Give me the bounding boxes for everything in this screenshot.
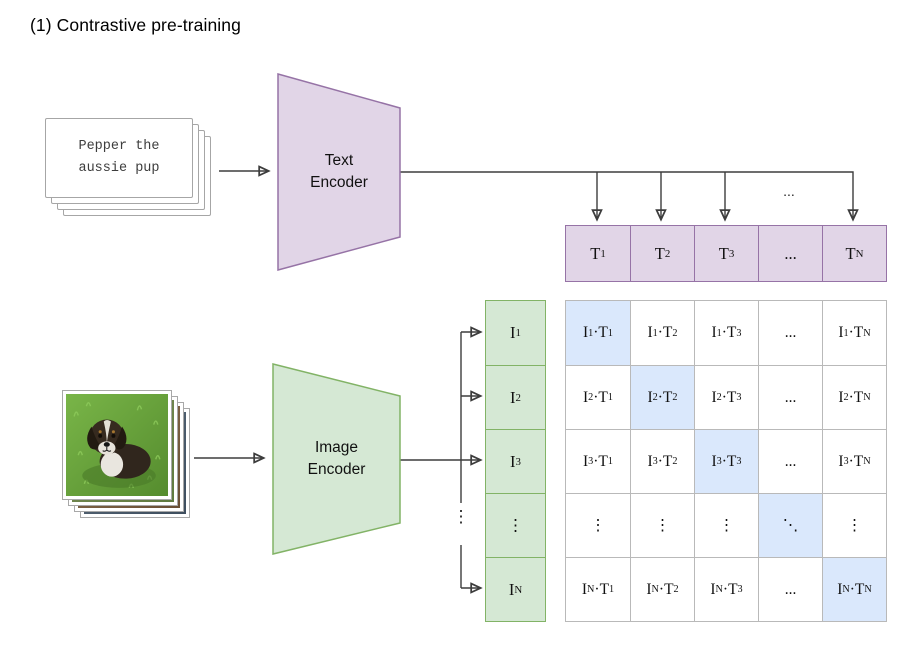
matrix-cell: ⋮	[822, 493, 886, 557]
matrix-cell: ...	[758, 557, 822, 621]
image-encoder-shape	[272, 363, 401, 555]
matrix-cell: ⋮	[694, 493, 758, 557]
figure-title: (1) Contrastive pre-training	[30, 15, 241, 35]
puppy-photo	[66, 394, 168, 496]
text-embedding-cell: ...	[758, 226, 822, 281]
text-input-caption: Pepper the aussie pup	[78, 139, 160, 176]
matrix-cell: ⋮	[630, 493, 694, 557]
matrix-cell: ...	[758, 301, 822, 365]
image-card-front	[62, 390, 172, 500]
image-encoder-label: Image Encoder	[307, 438, 366, 478]
matrix-cell: ⋮	[566, 493, 630, 557]
image-embedding-cell: ⋮	[486, 493, 545, 557]
text-card-front: Pepper the aussie pup	[45, 118, 193, 198]
text-encoder-label: Text Encoder	[310, 151, 368, 191]
text-encoder: Text Encoder	[277, 73, 401, 271]
matrix-cell: ...	[758, 429, 822, 493]
ellipsis-vertical-branch: ⋮	[452, 507, 470, 526]
ellipsis-horizontal: ...	[783, 183, 795, 199]
matrix-cell: ...	[758, 365, 822, 429]
matrix-cell: ⋱	[758, 493, 822, 557]
image-encoder: Image Encoder	[272, 363, 401, 555]
text-encoder-shape	[277, 73, 401, 271]
